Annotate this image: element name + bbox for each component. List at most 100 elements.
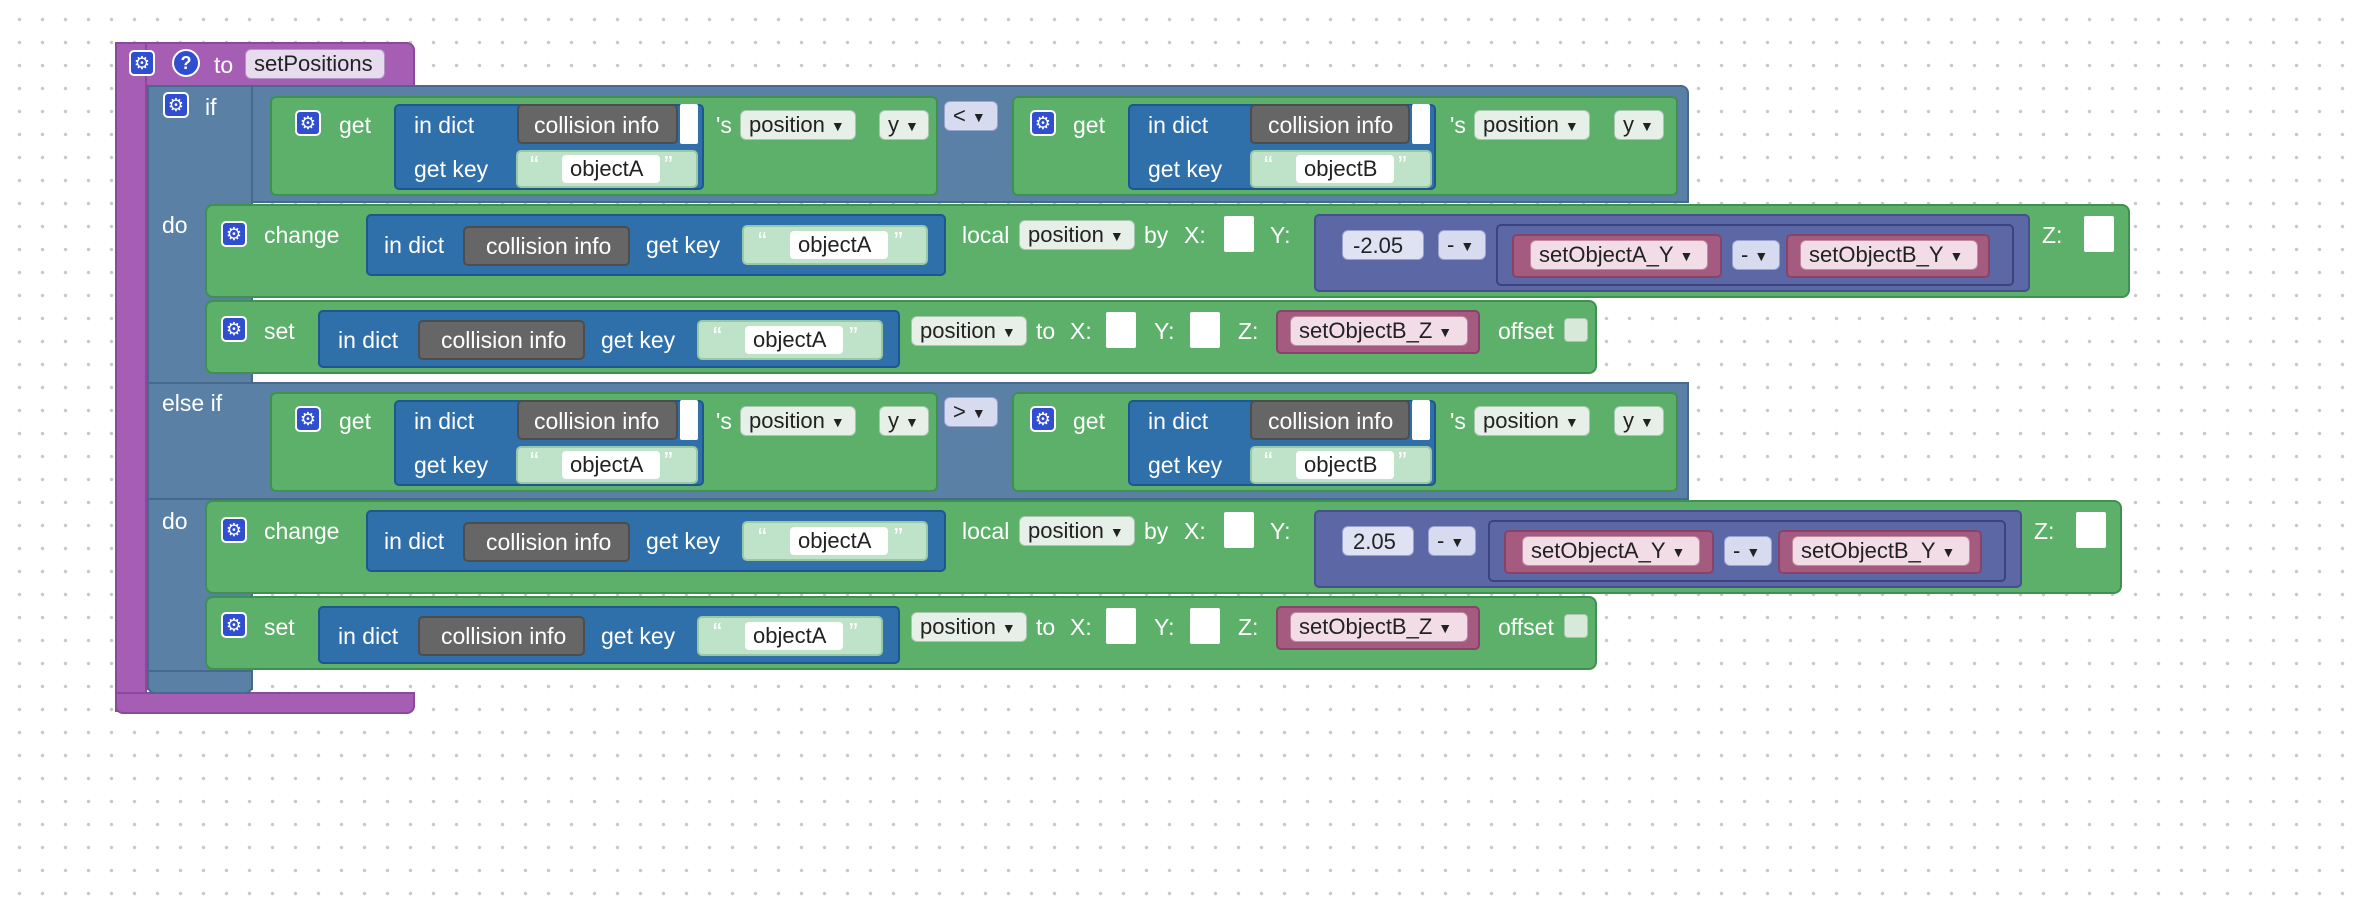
math-operator-dropdown[interactable]: -▼ <box>1438 230 1486 260</box>
get-key-label: get key <box>646 232 721 258</box>
get-key-label: get key <box>646 528 721 554</box>
number-field[interactable]: -2.05 <box>1342 230 1424 260</box>
get-gear-icon[interactable]: ⚙ <box>1030 110 1056 136</box>
close-quote-icon: ” <box>894 226 903 256</box>
get-key-label: get key <box>1148 156 1223 182</box>
z-label: Z: <box>1238 318 1259 344</box>
property-dropdown[interactable]: position▼ <box>911 316 1027 346</box>
close-quote-icon: ” <box>1398 150 1407 180</box>
x-label: X: <box>1184 222 1206 248</box>
chevron-down-icon: ▼ <box>971 405 986 422</box>
property-dropdown[interactable]: position▼ <box>1474 110 1590 140</box>
get-gear-icon[interactable]: ⚙ <box>295 406 321 432</box>
property-dropdown[interactable]: position▼ <box>1019 516 1135 546</box>
math-operator-dropdown[interactable]: -▼ <box>1724 536 1772 566</box>
string-field-objectA[interactable]: objectA <box>745 326 843 354</box>
procedure-name-field[interactable]: setPositions <box>245 49 385 79</box>
string-field-objectB[interactable]: objectB <box>1296 451 1394 479</box>
math-operator-dropdown[interactable]: -▼ <box>1732 240 1780 270</box>
string-field-objectA[interactable]: objectA <box>562 451 660 479</box>
string-field-objectA[interactable]: objectA <box>745 622 843 650</box>
variable-dropdown[interactable]: setObjectB_Z▼ <box>1290 316 1468 346</box>
property-dropdown[interactable]: position▼ <box>740 110 856 140</box>
collision-info-variable[interactable] <box>1250 104 1410 144</box>
compare-operator-gt[interactable]: >▼ <box>944 397 998 427</box>
collision-info-label: collision info <box>1268 408 1394 434</box>
get-key-label: get key <box>414 156 489 182</box>
x-input-slot[interactable] <box>1106 608 1136 644</box>
collision-info-variable[interactable] <box>418 616 585 656</box>
x-label: X: <box>1070 614 1092 640</box>
collision-info-variable[interactable] <box>517 104 678 144</box>
apostrophe-s-label: 's <box>1450 112 1466 138</box>
apostrophe-s-label: 's <box>716 112 732 138</box>
collision-info-label: collision info <box>534 112 660 138</box>
y-label: Y: <box>1154 318 1175 344</box>
number-field[interactable]: 2.05 <box>1342 526 1414 556</box>
compare-operator-lt[interactable]: <▼ <box>944 101 998 131</box>
change-gear-icon[interactable]: ⚙ <box>221 517 247 543</box>
variable-dropdown[interactable]: setObjectB_Y▼ <box>1792 536 1970 566</box>
empty-input-slot[interactable] <box>680 104 698 144</box>
axis-dropdown[interactable]: y▼ <box>879 406 929 436</box>
chevron-down-icon: ▼ <box>1564 118 1579 135</box>
collision-info-label: collision info <box>486 233 612 259</box>
open-quote-icon: “ <box>1264 150 1273 180</box>
y-input-slot[interactable] <box>1190 608 1220 644</box>
collision-info-variable[interactable] <box>463 226 630 266</box>
property-dropdown[interactable]: position▼ <box>911 612 1027 642</box>
variable-dropdown[interactable]: setObjectB_Z▼ <box>1290 612 1468 642</box>
procedure-help-icon[interactable]: ? <box>172 49 200 77</box>
chevron-down-icon: ▼ <box>905 118 919 135</box>
x-input-slot[interactable] <box>1106 312 1136 348</box>
x-input-slot[interactable] <box>1224 216 1254 252</box>
if-gear-icon[interactable]: ⚙ <box>163 92 189 118</box>
axis-dropdown[interactable]: y▼ <box>879 110 929 140</box>
string-field-objectB[interactable]: objectB <box>1296 155 1394 183</box>
get-gear-icon[interactable]: ⚙ <box>295 110 321 136</box>
procedure-gear-icon[interactable]: ⚙ <box>129 50 155 76</box>
to-label: to <box>1036 614 1056 640</box>
x-input-slot[interactable] <box>1224 512 1254 548</box>
in-dict-label: in dict <box>338 623 399 649</box>
string-field-objectA[interactable]: objectA <box>790 527 888 555</box>
z-input-slot[interactable] <box>2084 216 2114 252</box>
variable-dropdown[interactable]: setObjectA_Y▼ <box>1530 240 1708 270</box>
offset-checkbox[interactable] <box>1564 614 1588 638</box>
x-label: X: <box>1070 318 1092 344</box>
in-dict-label: in dict <box>384 232 445 258</box>
collision-info-variable[interactable] <box>463 522 630 562</box>
property-dropdown[interactable]: position▼ <box>1019 220 1135 250</box>
get-gear-icon[interactable]: ⚙ <box>1030 406 1056 432</box>
collision-info-variable[interactable] <box>1250 400 1410 440</box>
collision-info-label: collision info <box>1268 112 1394 138</box>
collision-info-label: collision info <box>534 408 660 434</box>
y-input-slot[interactable] <box>1190 312 1220 348</box>
z-input-slot[interactable] <box>2076 512 2106 548</box>
change-label: change <box>264 222 340 248</box>
empty-input-slot[interactable] <box>1412 104 1430 144</box>
axis-dropdown[interactable]: y▼ <box>1614 110 1664 140</box>
collision-info-variable[interactable] <box>517 400 678 440</box>
collision-info-variable[interactable] <box>418 320 585 360</box>
change-gear-icon[interactable]: ⚙ <box>221 221 247 247</box>
z-label: Z: <box>2042 222 2063 248</box>
offset-checkbox[interactable] <box>1564 318 1588 342</box>
set-gear-icon[interactable]: ⚙ <box>221 612 247 638</box>
variable-dropdown[interactable]: setObjectB_Y▼ <box>1800 240 1978 270</box>
string-field-objectA[interactable]: objectA <box>790 231 888 259</box>
open-quote-icon: “ <box>713 617 722 647</box>
property-dropdown[interactable]: position▼ <box>740 406 856 436</box>
open-quote-icon: “ <box>1264 446 1273 476</box>
string-field-objectA[interactable]: objectA <box>562 155 660 183</box>
offset-label: offset <box>1498 614 1554 640</box>
property-dropdown[interactable]: position▼ <box>1474 406 1590 436</box>
close-quote-icon: ” <box>894 522 903 552</box>
set-gear-icon[interactable]: ⚙ <box>221 316 247 342</box>
axis-dropdown[interactable]: y▼ <box>1614 406 1664 436</box>
math-operator-dropdown[interactable]: -▼ <box>1428 526 1476 556</box>
variable-dropdown[interactable]: setObjectA_Y▼ <box>1522 536 1700 566</box>
chevron-down-icon: ▼ <box>1564 414 1579 431</box>
empty-input-slot[interactable] <box>1412 400 1430 440</box>
empty-input-slot[interactable] <box>680 400 698 440</box>
